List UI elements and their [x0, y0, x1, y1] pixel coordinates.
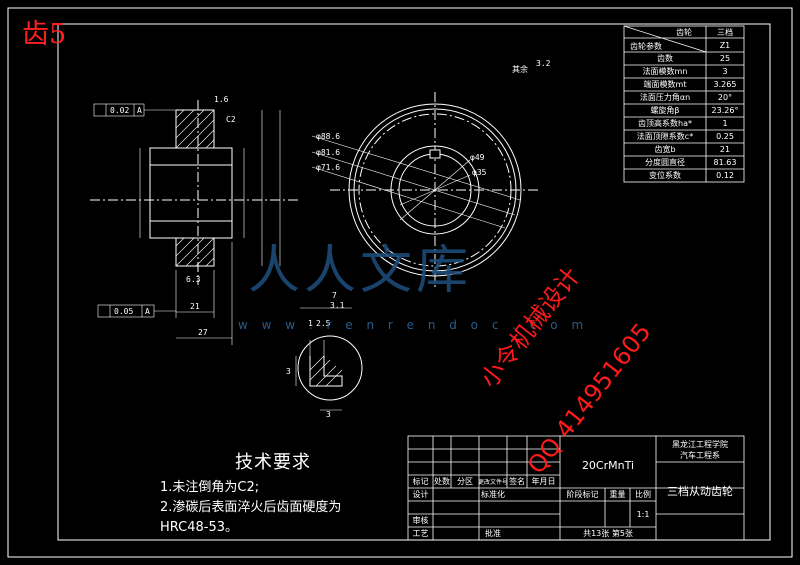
detail-view	[295, 307, 363, 411]
tb-dept: 汽车工程系	[680, 450, 720, 460]
frac-bottom: 3.1	[330, 301, 345, 310]
params-row-label: 齿数	[657, 54, 673, 63]
params-row-value: 3	[722, 67, 728, 76]
corner-label: 齿5	[22, 19, 67, 50]
dia-49: φ49	[470, 153, 485, 162]
params-row-label: Z1	[719, 41, 731, 50]
tb-material: 20CrMnTi	[581, 458, 635, 472]
tb-approve: 批准	[485, 529, 501, 538]
params-row-label: 螺旋角β	[650, 106, 680, 115]
params-row-label: 端面模数mt	[643, 80, 687, 89]
watermark-url: w w w . r e n r e n d o c . c o m	[238, 318, 589, 332]
tb-standard: 标准化	[481, 490, 505, 499]
front-view	[311, 92, 540, 288]
tb-sign: 签名	[509, 477, 525, 486]
roughness-32: 3.2	[536, 59, 551, 68]
params-row-label: 变位系数	[649, 171, 681, 180]
tb-count: 处数	[434, 477, 450, 486]
tb-scale-label: 比例	[635, 490, 651, 499]
tb-design: 设计	[412, 490, 429, 499]
tb-review: 审核	[412, 516, 429, 525]
params-row-label: 齿宽b	[654, 145, 676, 154]
title-block-grid	[407, 435, 745, 541]
params-header-bottom: 齿轮参数	[630, 41, 662, 51]
tech-req-item-3: HRC48-53。	[160, 520, 239, 535]
tol-top-value: 0.02	[110, 106, 129, 115]
tol-bottom-datum: A	[145, 307, 150, 316]
tb-zone: 分区	[457, 477, 473, 486]
params-row-value: 81.63	[713, 158, 737, 167]
section-dimensions	[93, 103, 281, 345]
dia-35: φ35	[472, 168, 487, 177]
tb-process: 工艺	[412, 529, 429, 538]
params-row-label: 法面顶隙系数c*	[636, 132, 694, 141]
params-row-label: 齿顶高系数ha*	[638, 119, 692, 128]
section-view	[90, 100, 300, 285]
params-row-value: 20°	[717, 93, 733, 102]
params-grid	[623, 25, 745, 183]
dia-816: φ81.6	[316, 148, 340, 157]
params-row-value: 23.26°	[711, 106, 739, 115]
params-row-label: 法面压力角αn	[639, 93, 691, 102]
params-row-value: 1	[722, 119, 728, 128]
params-row-value: 0.25	[716, 132, 734, 141]
params-row-label: 分度圆直径	[645, 158, 685, 167]
tb-date: 年月日	[531, 477, 556, 486]
tb-change-doc: 更改文件号	[478, 479, 509, 486]
roughness-16: 1.6	[214, 95, 229, 104]
tb-part-name: 三档从动齿轮	[667, 485, 733, 498]
chamfer-label: C2	[226, 115, 236, 124]
tech-req-item-1: 1.未注倒角为C2;	[160, 480, 260, 495]
params-row-value: 0.12	[716, 171, 734, 180]
tb-school: 黑龙江工程学院	[672, 439, 728, 449]
tol-bottom-value: 0.05	[114, 307, 133, 316]
roughness-63: 6.3	[186, 275, 201, 284]
tb-sheets: 共13张 第5张	[583, 529, 633, 538]
params-row-value: 25	[719, 54, 731, 63]
params-row-value: 21	[719, 145, 731, 154]
detail-25: 2.5	[316, 319, 331, 328]
params-header-right: 三档	[717, 27, 733, 37]
tech-req-item-2: 2.渗碳后表面淬火后齿面硬度为	[160, 500, 342, 515]
tb-scale: 1:1	[636, 509, 650, 519]
detail-3: 3	[286, 367, 291, 376]
tb-weight: 重量	[609, 490, 626, 499]
section-hatch	[175, 109, 215, 267]
detail-3b: 3	[326, 410, 331, 419]
tol-top-datum: A	[137, 106, 142, 115]
dia-886: φ88.6	[316, 132, 340, 141]
params-row-label: 法面模数mn	[642, 67, 688, 76]
tb-stage-mark: 阶段标记	[566, 490, 599, 499]
tech-req-title: 技术要求	[235, 452, 311, 473]
watermark-brand: 人人文库	[248, 241, 473, 301]
detail-1: 1	[308, 319, 313, 328]
dim-27: 27	[198, 328, 208, 337]
params-row-value: 3.265	[713, 80, 737, 89]
outer-frame	[7, 7, 793, 558]
params-header-top: 齿轮	[676, 27, 692, 37]
dia-716: φ71.6	[316, 163, 340, 172]
tb-mark: 标记	[412, 477, 429, 486]
frac-top: 7	[332, 291, 337, 300]
rest-label: 其余	[512, 64, 528, 74]
dim-21: 21	[190, 302, 200, 311]
params-row-value	[706, 39, 744, 52]
